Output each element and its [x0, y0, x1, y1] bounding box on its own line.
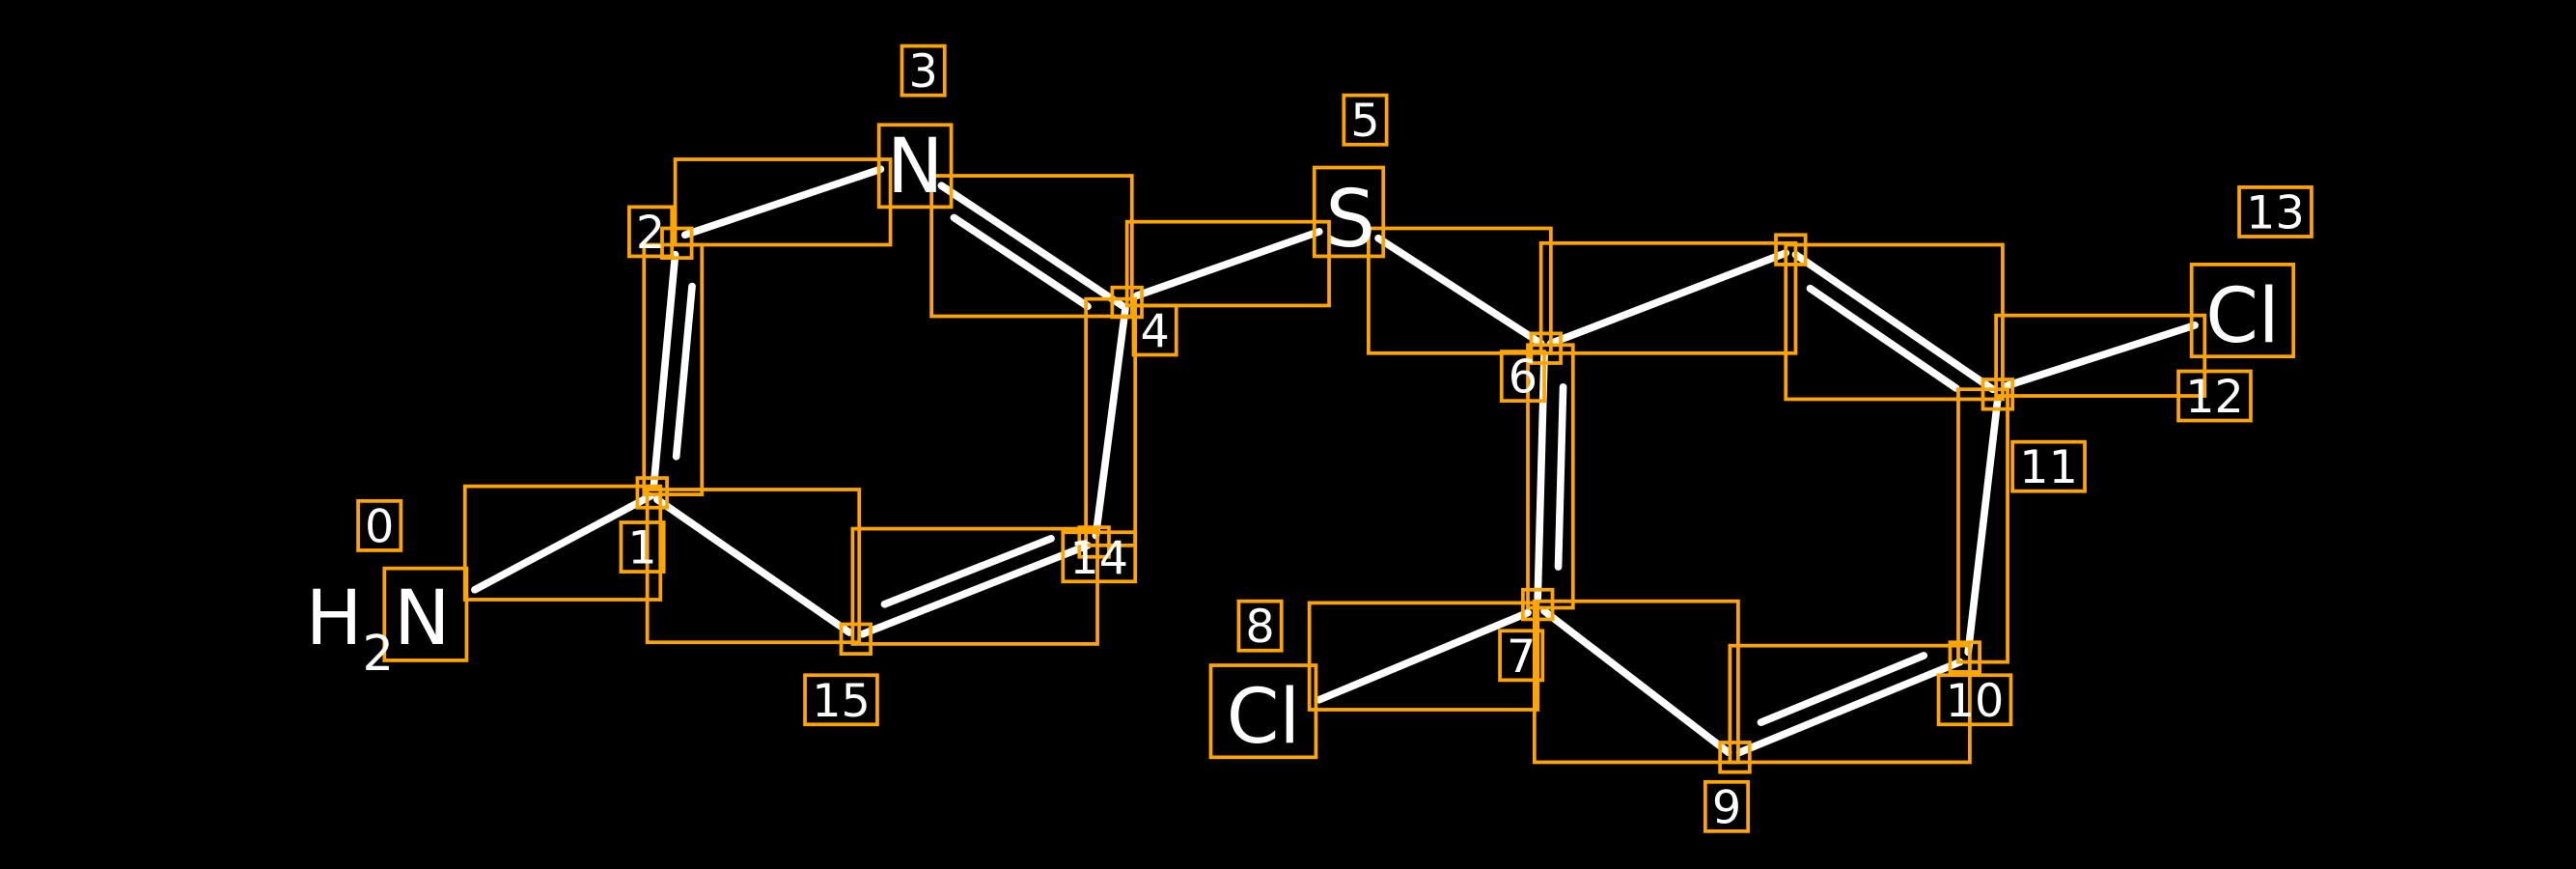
atom-box-4	[1110, 285, 1144, 320]
atom-index-label-15: 15	[812, 675, 871, 728]
atom-index-label-10: 10	[1946, 675, 2005, 728]
bond-14-15-inner-line	[880, 534, 1055, 608]
bond-9-10-line	[1735, 658, 1964, 757]
atom-index-box-9	[1703, 779, 1750, 833]
bond-box-0-1	[462, 484, 663, 602]
atom-index-box-11	[2010, 439, 2087, 493]
bond-3-4-inner-line	[950, 213, 1092, 311]
atom-box-1	[635, 476, 669, 510]
atom-symbol-5: S	[1325, 174, 1375, 266]
atom-box-3	[876, 123, 954, 210]
atom-box-9	[1718, 741, 1752, 774]
atom-index-label-9: 9	[1712, 781, 1741, 834]
atom-box-5	[1312, 165, 1386, 259]
atom-index-box-14	[1061, 530, 1138, 584]
bond-box-9-10	[1728, 643, 1972, 765]
bond-4-14-line	[1092, 305, 1129, 540]
bond-5-6-line	[1374, 234, 1545, 348]
atom-index-box-2	[627, 205, 675, 259]
atom-index-label-14: 14	[1069, 532, 1128, 585]
atom-symbol-8: Cl	[1227, 673, 1300, 761]
atom-index-box-8	[1236, 599, 1284, 653]
atom-index-box-3	[900, 43, 947, 98]
atom-index-label-13: 13	[2246, 186, 2305, 239]
bond-11-12-line	[2002, 322, 2199, 390]
atom-box-12	[2189, 263, 2296, 359]
atom-index-box-4	[1131, 303, 1178, 357]
atom-symbol-3: N	[887, 123, 944, 210]
atom-index-box-10	[1936, 673, 2013, 727]
bond-box-6-13	[1538, 240, 1798, 355]
bond-7-6-inner-line	[1554, 382, 1567, 571]
bond-11-10-line	[1964, 395, 2002, 657]
atom-box-14	[1077, 525, 1111, 559]
atom-index-label-1: 1	[627, 522, 656, 575]
bond-14-15-line	[858, 542, 1092, 638]
atom-box-11	[1980, 378, 2015, 411]
bond-9-7-line	[1540, 607, 1732, 757]
atom-box-13	[1774, 233, 1808, 266]
atom-box-7	[1521, 587, 1555, 622]
bond-1-2-inner-line	[672, 282, 696, 461]
bond-box-7-8	[1307, 601, 1540, 712]
bond-box-13-11	[1784, 242, 2005, 402]
atom-index-box-12	[2176, 369, 2253, 423]
atom-box-2	[660, 226, 694, 260]
atom-box-15	[839, 622, 873, 656]
atom-index-label-2: 2	[636, 207, 665, 260]
atom-index-label-5: 5	[1350, 95, 1379, 148]
atom-symbol-12: Cl	[2205, 272, 2279, 360]
atom-index-label-7: 7	[1507, 631, 1536, 684]
bond-4-5-line	[1133, 228, 1323, 300]
atom-index-box-7	[1498, 629, 1545, 683]
bond-3-4-line	[937, 182, 1126, 310]
atom-index-label-4: 4	[1140, 305, 1169, 358]
atom-index-label-11: 11	[2019, 441, 2078, 494]
atom-index-box-1	[619, 520, 666, 574]
atom-index-box-5	[1342, 93, 1389, 147]
bond-box-2-3	[673, 157, 893, 247]
atom-box-10	[1948, 640, 1981, 674]
atom-index-label-6: 6	[1509, 351, 1537, 405]
bond-box-15-1	[645, 488, 862, 645]
atom-index-box-15	[803, 673, 879, 727]
bond-2-3-line	[680, 165, 885, 239]
atom-index-box-13	[2237, 185, 2313, 238]
bond-box-3-4	[929, 174, 1134, 319]
atom-index-label-0: 0	[365, 500, 394, 553]
bond-15-1-line	[653, 495, 853, 636]
bond-7-8-line	[1316, 608, 1532, 704]
bond-0-1-line	[471, 491, 654, 594]
bond-9-10-inner-line	[1757, 652, 1928, 726]
atom-index-label-8: 8	[1245, 601, 1274, 654]
bond-box-5-6	[1367, 226, 1553, 355]
atom-index-label-3: 3	[908, 45, 937, 98]
atom-index-box-0	[356, 499, 403, 552]
bond-13-11-inner-line	[1806, 284, 1960, 392]
bond-6-13-line	[1547, 249, 1790, 348]
atom-symbol-0: H2N	[306, 575, 451, 683]
bond-box-14-15	[850, 526, 1099, 646]
bond-13-11-line	[1791, 250, 1997, 394]
bond-1-2-line	[650, 250, 679, 489]
atom-index-label-12: 12	[2185, 371, 2244, 424]
atom-index-box-6	[1499, 350, 1546, 403]
atom-box-8	[1208, 663, 1318, 760]
bond-box-4-5	[1124, 219, 1331, 308]
bond-box-7-6	[1526, 343, 1575, 610]
atom-box-0	[382, 566, 469, 662]
